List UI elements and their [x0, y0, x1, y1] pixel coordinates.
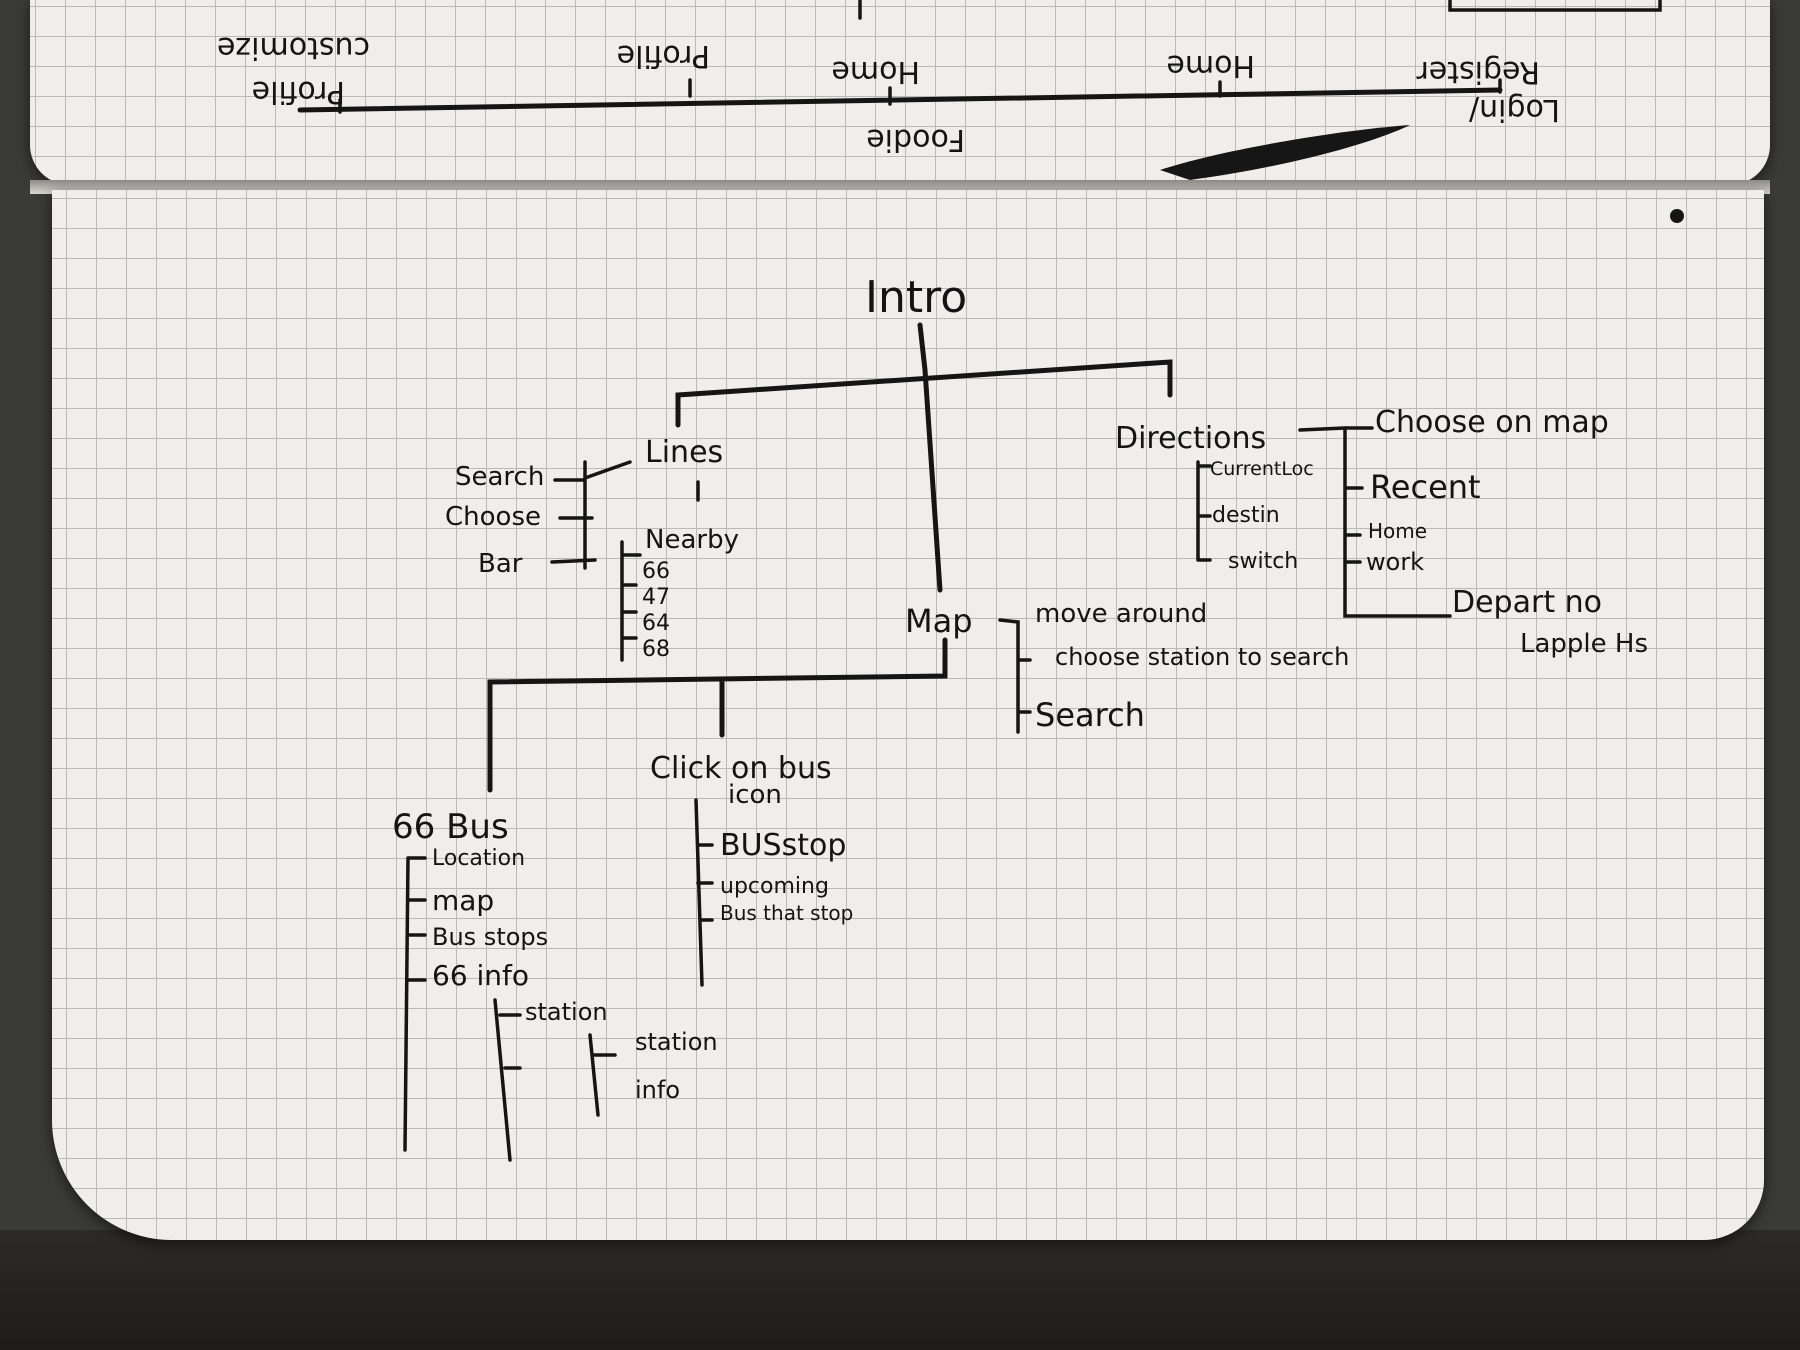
node-depart-no: Depart no	[1452, 585, 1602, 620]
node-intro: Intro	[865, 272, 967, 323]
node-66-bus: 66 Bus	[392, 807, 509, 847]
bus66-bracket	[405, 858, 425, 1150]
top-label-register: Register	[1416, 54, 1540, 89]
node-bus-stops: Bus stops	[432, 923, 548, 951]
intro-trunk	[920, 325, 940, 590]
top-frame-lines	[860, 0, 1660, 18]
top-label-customize: customize	[217, 30, 370, 65]
node-choose-on-map: Choose on map	[1375, 405, 1609, 440]
node-work: work	[1366, 548, 1424, 576]
top-nav-line	[300, 90, 1500, 110]
foodie-title: Foodie	[866, 122, 965, 157]
node-destin: destin	[1212, 503, 1280, 528]
node-bus-that-stop: Bus that stop	[720, 901, 853, 925]
node-map-2: map	[432, 884, 494, 917]
node-busstop: BUSstop	[720, 828, 846, 863]
directions-left-bracket	[1198, 462, 1210, 560]
node-lines: Lines	[645, 435, 723, 470]
map-options-bracket	[1000, 620, 1030, 732]
nearby-bracket	[622, 542, 640, 660]
node-move-around: move around	[1035, 599, 1207, 629]
top-scribble	[1160, 125, 1410, 180]
node-current-loc: CurrentLoc	[1210, 458, 1314, 480]
click-bus-bracket	[696, 800, 712, 985]
lines-left-bracket	[552, 462, 630, 568]
node-route-64: 64	[642, 611, 670, 636]
node-station-info-line1: station	[635, 1028, 718, 1056]
top-label-home: Home	[831, 54, 920, 89]
node-switch: switch	[1228, 549, 1298, 574]
top-label-profile: Profile	[617, 38, 710, 73]
top-label-home-2: Home	[1166, 48, 1255, 83]
node-upcoming: upcoming	[720, 874, 829, 899]
node-click-bus-line2: icon	[728, 780, 782, 810]
node-directions: Directions	[1115, 421, 1266, 456]
node-search: Search	[455, 462, 544, 492]
node-choose: Choose	[445, 502, 541, 532]
node-map-search: Search	[1035, 696, 1145, 734]
node-station-info-line2: info	[635, 1076, 680, 1104]
top-label-login: Login/	[1468, 92, 1560, 127]
node-map: Map	[905, 602, 973, 640]
node-66-info: 66 info	[432, 959, 529, 992]
station-bracket	[590, 1035, 615, 1115]
node-route-66: 66	[642, 559, 670, 584]
node-route-68: 68	[642, 637, 670, 662]
ink-dot	[1670, 209, 1684, 223]
diagram-labels: Intro Lines Search Choose Bar Nearby 66 …	[392, 272, 1648, 1104]
node-station: station	[525, 998, 608, 1026]
node-recent: Recent	[1370, 468, 1481, 506]
node-lapple: Lapple Hs	[1520, 629, 1648, 659]
info66-bracket	[495, 1000, 520, 1160]
diagram-connectors	[405, 325, 1450, 1160]
top-label-profile-2: Profile	[252, 74, 345, 109]
top-page-sketch: Foodie Login/ Register Home Home Profile…	[217, 0, 1660, 180]
node-bar: Bar	[478, 549, 523, 579]
node-route-47: 47	[642, 585, 670, 610]
node-nearby: Nearby	[645, 525, 739, 555]
node-choose-station: choose station to search	[1055, 643, 1349, 671]
node-home: Home	[1368, 519, 1427, 543]
node-location: Location	[432, 846, 525, 871]
